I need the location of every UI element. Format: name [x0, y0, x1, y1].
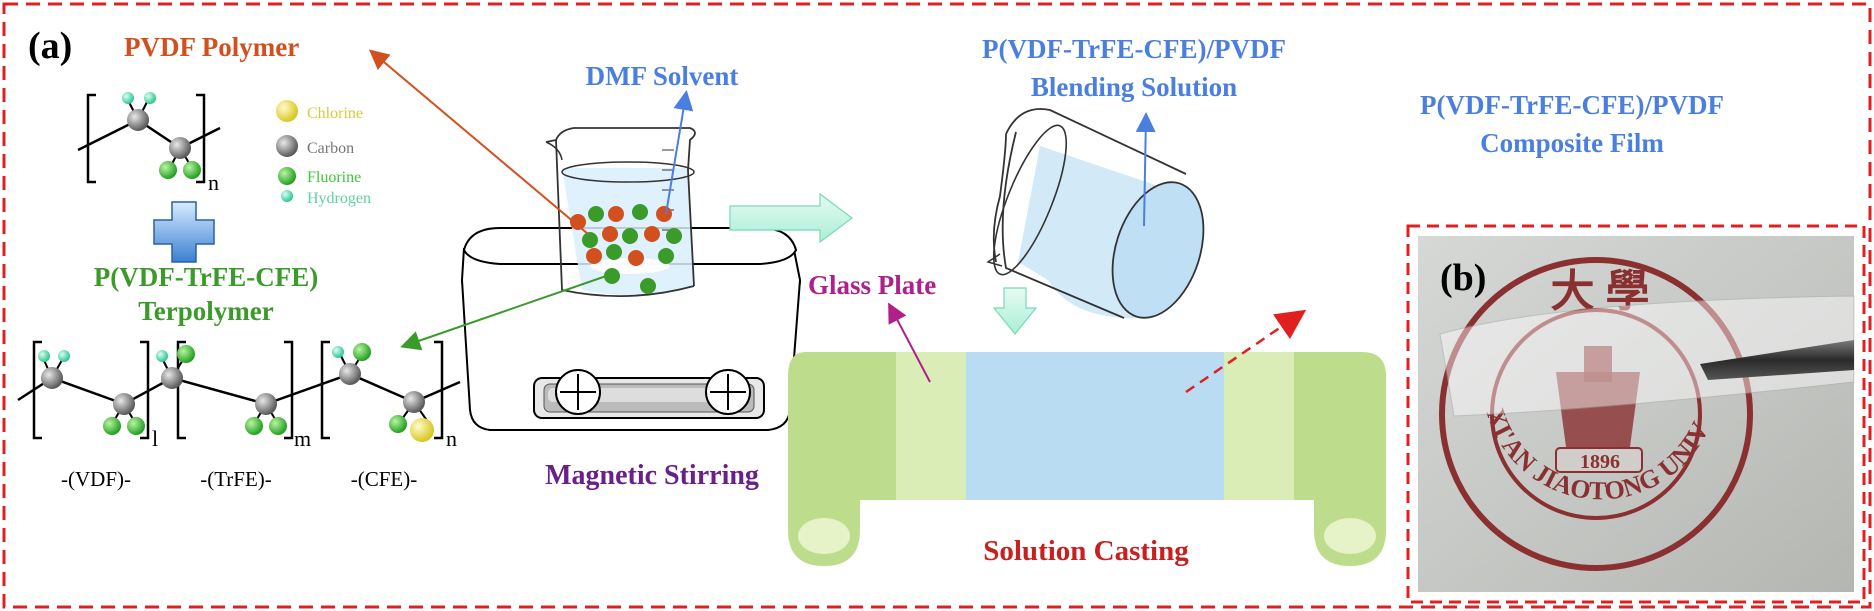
panel-a-label: (a) — [28, 25, 72, 67]
glass-plate-left — [896, 352, 966, 500]
unit-vdf: -(VDF)- — [61, 467, 131, 491]
composite-label-2: Composite Film — [1480, 128, 1664, 158]
blending-label-1: P(VDF-TrFE-CFE)/PVDF — [982, 34, 1286, 64]
legend-chlorine: Chlorine — [307, 105, 363, 122]
terpolymer-chain: l m n — [17, 340, 461, 451]
subscript-n: n — [208, 170, 219, 195]
solution-film — [966, 352, 1224, 500]
magnetic-stirrer — [460, 227, 802, 431]
zoom-connector — [1185, 309, 1307, 394]
pvdf-polymer-label: PVDF Polymer — [124, 32, 299, 62]
glass-plate-arrow — [888, 302, 931, 383]
blending-arrow — [1135, 112, 1156, 227]
blending-label-2: Blending Solution — [1031, 72, 1237, 102]
magnetic-stirring-label: Magnetic Stirring — [545, 460, 759, 491]
dmf-solvent-label: DMF Solvent — [586, 61, 739, 91]
plus-icon — [153, 201, 215, 263]
pvdf-arrow — [368, 49, 589, 235]
fluorine-swatch — [278, 167, 296, 185]
terpolymer-arrow — [400, 273, 613, 351]
unit-cfe: -(CFE)- — [351, 467, 418, 491]
glass-plate-right — [1224, 352, 1294, 500]
subscript-m: m — [294, 426, 311, 451]
atom-legend: Chlorine Carbon Fluorine Hydrogen — [276, 100, 371, 207]
legend-carbon: Carbon — [307, 140, 354, 157]
down-arrow-icon — [992, 287, 1038, 335]
chlorine-swatch — [276, 100, 298, 122]
pvdf-molecule: n — [77, 92, 221, 195]
beaker — [545, 127, 696, 298]
legend-hydrogen: Hydrogen — [307, 190, 371, 207]
casting-roller — [788, 352, 1386, 566]
panel-b-label: (b) — [1440, 257, 1486, 299]
right-arrow-icon — [729, 192, 853, 244]
solution-casting-label: Solution Casting — [983, 535, 1189, 567]
photo-year: 1896 — [1580, 451, 1620, 473]
legend-fluorine: Fluorine — [307, 169, 361, 186]
composite-label-1: P(VDF-TrFE-CFE)/PVDF — [1420, 90, 1724, 120]
pouring-container — [986, 108, 1205, 319]
subscript-l: l — [152, 426, 158, 451]
carbon-swatch — [276, 135, 298, 157]
glass-plate-label: Glass Plate — [808, 270, 936, 300]
dmf-arrow — [665, 90, 694, 215]
subscript-n-terpolymer: n — [446, 426, 457, 451]
panel-b-border — [1406, 224, 1866, 604]
terpolymer-label-2: Terpolymer — [138, 296, 273, 326]
terpolymer-label-1: P(VDF-TrFE-CFE) — [94, 262, 318, 292]
unit-trfe: -(TrFE)- — [200, 467, 272, 491]
hydrogen-swatch — [281, 190, 293, 202]
photo-chinese: 大 學 — [1551, 267, 1650, 316]
